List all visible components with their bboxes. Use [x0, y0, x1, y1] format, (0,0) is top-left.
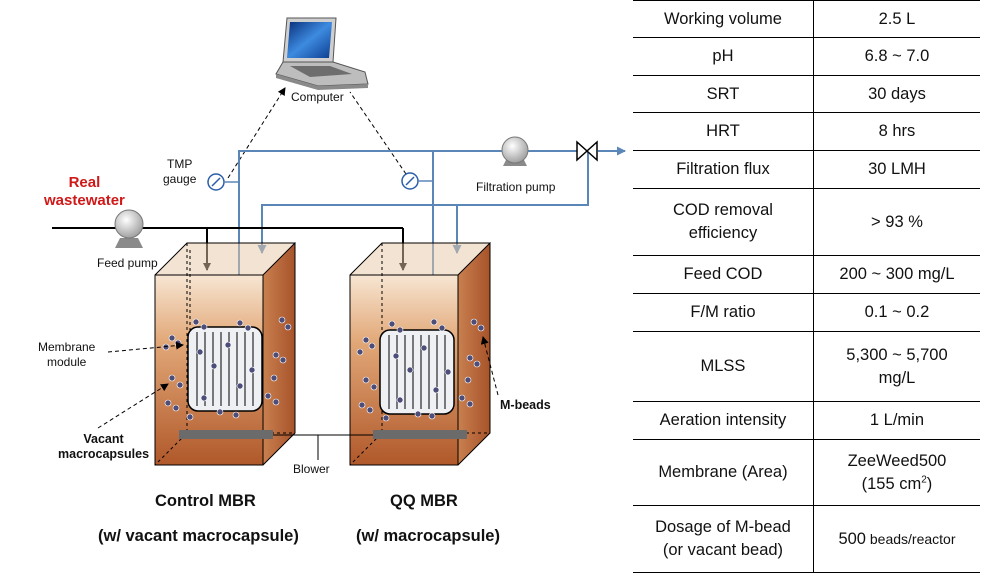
value-cell: > 93 % [813, 188, 980, 256]
signal-line-left [227, 87, 286, 179]
filtration-pump-icon [501, 136, 529, 166]
param-line: efficiency [688, 224, 758, 242]
control-mbr-title: Control MBR [155, 492, 256, 510]
param-line: Dosage of M-bead [655, 518, 791, 536]
real-wastewater-line1: Real [68, 174, 101, 191]
real-wastewater-line2: wastewater [44, 192, 125, 209]
tmp-gauge-icon-right [401, 172, 433, 190]
table-row: Feed COD 200 ~ 300 mg/L [633, 255, 980, 294]
param-cell: pH [633, 37, 814, 76]
value-cell: ZeeWeed500 (155 cm2) [813, 439, 980, 506]
value-cell: 6.8 ~ 7.0 [813, 37, 980, 76]
param-cell: SRT [633, 75, 814, 113]
real-wastewater-label: Real wastewater [44, 174, 125, 210]
value-cell: 0.1 ~ 0.2 [813, 293, 980, 332]
value-unit: beads/reactor [865, 530, 956, 547]
value-cell: 500 beads/reactor [813, 505, 980, 573]
valve-icon [576, 140, 598, 162]
table-row: Dosage of M-bead (or vacant bead) 500 be… [633, 505, 980, 573]
filtration-pump-label: Filtration pump [476, 180, 556, 194]
table-row: COD removal efficiency > 93 % [633, 188, 980, 256]
param-cell: HRT [633, 112, 814, 151]
value-cell: 5,300 ~ 5,700 mg/L [813, 331, 980, 402]
value-number: 500 [838, 529, 866, 548]
param-cell: Working volume [633, 0, 814, 38]
value-line: ) [926, 474, 933, 493]
value-cell: 30 days [813, 75, 980, 113]
table-row: F/M ratio 0.1 ~ 0.2 [633, 293, 980, 332]
value-line: 5,300 ~ 5,700 [846, 345, 948, 364]
table-row: pH 6.8 ~ 7.0 [633, 37, 980, 76]
qq-mbr-subtitle: (w/ macrocapsule) [356, 527, 500, 545]
param-line: (or vacant bead) [662, 541, 784, 559]
value-line: mg/L [878, 368, 916, 387]
leader-membrane-module [107, 341, 184, 353]
vacant-macrocapsules-line1: Vacant [83, 432, 124, 446]
table-row: Aeration intensity 1 L/min [633, 401, 980, 440]
table-row: MLSS 5,300 ~ 5,700 mg/L [633, 331, 980, 402]
table-row: Membrane (Area) ZeeWeed500 (155 cm2) [633, 439, 980, 506]
tmp-gauge-label-line1: TMP [167, 157, 193, 171]
membrane-module-line1: Membrane [38, 340, 96, 354]
vacant-macrocapsules-line2: macrocapsules [58, 447, 150, 461]
param-cell: COD removal efficiency [633, 188, 814, 256]
leader-m-beads [480, 336, 499, 396]
qq-mbr-tank [349, 242, 492, 466]
computer-label: Computer [291, 90, 344, 104]
param-cell: Dosage of M-bead (or vacant bead) [633, 505, 814, 573]
value-cell: 2.5 L [813, 0, 980, 38]
membrane-module-qq [379, 329, 455, 415]
superscript: 2 [921, 474, 927, 485]
m-beads-label: M-beads [500, 398, 551, 412]
qq-mbr-title: QQ MBR [390, 492, 458, 510]
param-cell: F/M ratio [633, 293, 814, 332]
membrane-module-control [187, 326, 263, 412]
signal-line-right [349, 91, 414, 183]
feed-pump-icon [114, 209, 144, 248]
param-cell: Feed COD [633, 255, 814, 294]
control-mbr-tank [154, 242, 297, 466]
value-line: ZeeWeed500 [847, 451, 947, 470]
blower-line [273, 434, 373, 460]
vacant-macrocapsules-label: Vacant macrocapsules [58, 432, 149, 462]
value-cell: 1 L/min [813, 401, 980, 440]
blower-label: Blower [293, 462, 330, 476]
feed-pump-label: Feed pump [97, 256, 158, 270]
param-cell: MLSS [633, 331, 814, 402]
operating-conditions-table: Working volume 2.5 L pH 6.8 ~ 7.0 SRT 30… [633, 0, 980, 573]
membrane-module-label: Membrane module [38, 340, 95, 370]
param-line: COD removal [673, 201, 773, 219]
table-row: SRT 30 days [633, 75, 980, 113]
value-cell: 30 LMH [813, 150, 980, 189]
value-line: (155 cm [861, 474, 922, 493]
param-cell: Membrane (Area) [633, 439, 814, 506]
value-cell: 200 ~ 300 mg/L [813, 255, 980, 294]
mbr-schematic [52, 17, 626, 466]
table-row: Working volume 2.5 L [633, 0, 980, 38]
tmp-gauge-label: TMP gauge [163, 157, 196, 187]
tmp-gauge-label-line2: gauge [163, 172, 197, 186]
table-row: HRT 8 hrs [633, 112, 980, 151]
membrane-module-line2: module [47, 355, 87, 369]
tmp-gauge-icon-left [207, 173, 239, 191]
value-cell: 8 hrs [813, 112, 980, 151]
laptop-icon [275, 17, 369, 90]
param-cell: Aeration intensity [633, 401, 814, 440]
table-row: Filtration flux 30 LMH [633, 150, 980, 189]
param-cell: Filtration flux [633, 150, 814, 189]
control-mbr-subtitle: (w/ vacant macrocapsule) [98, 527, 299, 545]
